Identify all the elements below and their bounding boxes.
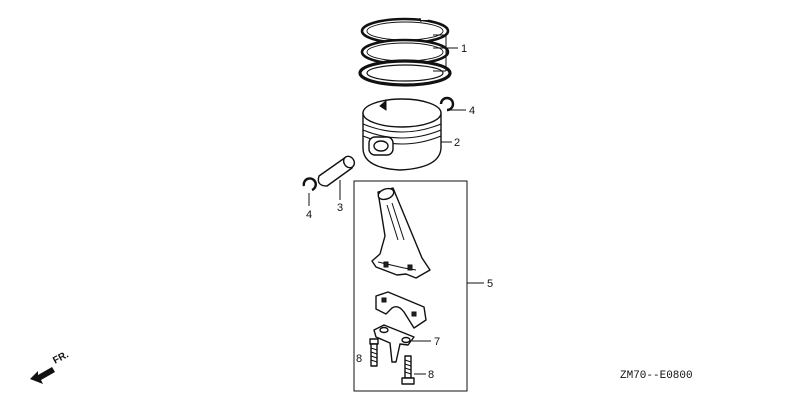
callout-8-right: 8 [428, 369, 434, 381]
callout-7: 7 [434, 336, 440, 348]
piston-pin[interactable] [317, 154, 356, 187]
connecting-rod-cap[interactable] [375, 291, 427, 329]
front-direction-label: FR. [51, 349, 71, 366]
callout-3: 3 [337, 202, 343, 214]
oil-dipper[interactable] [373, 324, 415, 363]
rod-bolt-left[interactable] [369, 338, 379, 367]
connecting-rod-assembly-box [353, 180, 468, 392]
piston-pin-clip-right[interactable] [439, 96, 455, 112]
callout-4-left: 4 [306, 209, 312, 221]
callout-8-left: 8 [356, 353, 362, 365]
front-direction-arrow-icon [30, 367, 55, 384]
callout-4-right: 4 [469, 105, 475, 117]
piston-pin-clip-left[interactable] [302, 177, 317, 192]
callout-5: 5 [487, 278, 493, 290]
callout-2: 2 [454, 137, 460, 149]
piston[interactable] [362, 98, 442, 171]
piston-rings[interactable] [358, 14, 452, 87]
diagram-code: ZM70--E0800 [620, 370, 693, 382]
callout-1: 1 [461, 43, 467, 55]
rod-bolt-right[interactable] [401, 355, 415, 385]
connecting-rod[interactable] [371, 187, 431, 279]
